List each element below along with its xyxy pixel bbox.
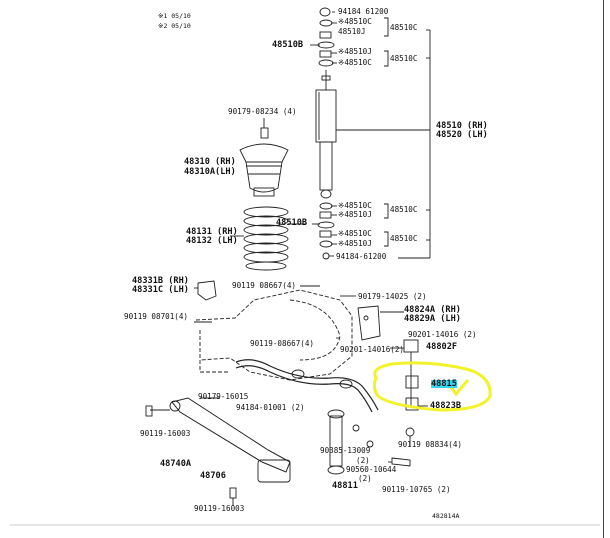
check-mark (448, 379, 470, 397)
label-48520-lh: 48520 (LH) (436, 130, 488, 140)
bolt-mount (260, 127, 269, 139)
label-48310-rh: 48310 (RH) (184, 157, 236, 167)
label-48510C: ※48510C (338, 229, 372, 238)
label-90179-16015: 90179-16015 (198, 392, 249, 401)
label-48740A: 48740A (160, 459, 192, 469)
label-48510C: 48510C (390, 23, 418, 32)
stabilizer-bar (235, 359, 379, 411)
label-90119-08701: 90119 08701(4) (124, 312, 189, 321)
label-48310A-lh: 48310A(LH) (184, 167, 236, 177)
label-48510J: ※48510J (338, 210, 372, 219)
link-48802F (403, 339, 419, 353)
coil-spring (243, 206, 289, 271)
label-qty-2: (2) (356, 456, 370, 465)
lateral-rod (171, 397, 291, 473)
legend-row-1: ※1 05/10 (158, 12, 191, 20)
washer-b (317, 41, 335, 49)
label-90179-08234: 90179-08234 (4) (228, 107, 297, 116)
label-48510J: ※48510J (338, 239, 372, 248)
spring-upper-seat (239, 143, 289, 163)
figure-code: 482814A (432, 512, 460, 520)
label-48824A-rh: 48824A (RH) (404, 305, 461, 315)
label-48510B: 48510B (272, 40, 304, 50)
label-48510J: 48510J (338, 27, 366, 36)
label-48510C: ※48510C (338, 17, 372, 26)
label-48706: 48706 (200, 471, 226, 481)
bump-stop (197, 280, 217, 301)
label-94184-01001: 94184-01001 (2) (236, 403, 305, 412)
highlight-marker (372, 361, 492, 412)
label-48331B-rh: 48331B (RH) (132, 276, 189, 286)
label-48811: 48811 (332, 481, 358, 491)
label-90201-14016: 90201-14016(2) (340, 345, 405, 354)
label-48829A-lh: 48829A (LH) (404, 314, 461, 324)
label-90560-10644: 90560-10644 (346, 465, 397, 474)
label-94184-61200-bottom: 94184-61200 (336, 252, 387, 261)
label-90119-16003: 90119-16003 (140, 429, 191, 438)
washer-top (319, 19, 333, 27)
label-48510-rh: 48510 (RH) (436, 121, 488, 131)
axle-housing (195, 289, 353, 381)
label-90119-08667: 90119 08667(4) (232, 281, 297, 290)
bushing-top (319, 31, 332, 39)
label-48131-rh: 48131 (RH) (186, 227, 238, 237)
link-48811 (329, 415, 343, 467)
label-48510C: 48510C (390, 234, 418, 243)
label-48802F: 48802F (426, 342, 458, 352)
label-48510C: ※48510C (338, 58, 372, 67)
bracket-48824A (357, 305, 381, 341)
frame-right-edge (603, 0, 604, 538)
label-90179-14025: 90179-14025 (2) (358, 292, 427, 301)
label-90385-13009: 90385-13009 (320, 446, 371, 455)
bushing-48706 (257, 459, 291, 483)
label-48331C-lh: 48331C (LH) (132, 285, 189, 295)
legend-row-2: ※2 05/10 (158, 22, 191, 30)
label-90119-16003: 90119-16003 (194, 504, 245, 513)
nut-top (319, 7, 331, 17)
label-48510C: 48510C (390, 54, 418, 63)
label-48823B: 48823B (430, 401, 462, 411)
label-48510J: ※48510J (338, 47, 372, 56)
label-qty-2: (2) (358, 474, 372, 483)
label-48510C: ※48510C (338, 201, 372, 210)
bushing-48815 (405, 375, 419, 389)
label-90201-14016: 90201-14016 (2) (408, 330, 477, 339)
label-48815-highlighted: 48815 (431, 379, 457, 389)
label-90119-08667: 90119-08667(4) (250, 339, 315, 348)
label-48510B: 48510B (276, 218, 308, 228)
label-48510C: 48510C (390, 205, 418, 214)
label-90119-10765: 90119-10765 (2) (382, 485, 451, 494)
label-48132-lh: 48132 (LH) (186, 236, 238, 246)
bracket-48823B (405, 397, 419, 411)
label-94184-61200-top: 94184 61200 (338, 7, 389, 16)
label-90119-08834: 90119 08834(4) (398, 440, 463, 449)
